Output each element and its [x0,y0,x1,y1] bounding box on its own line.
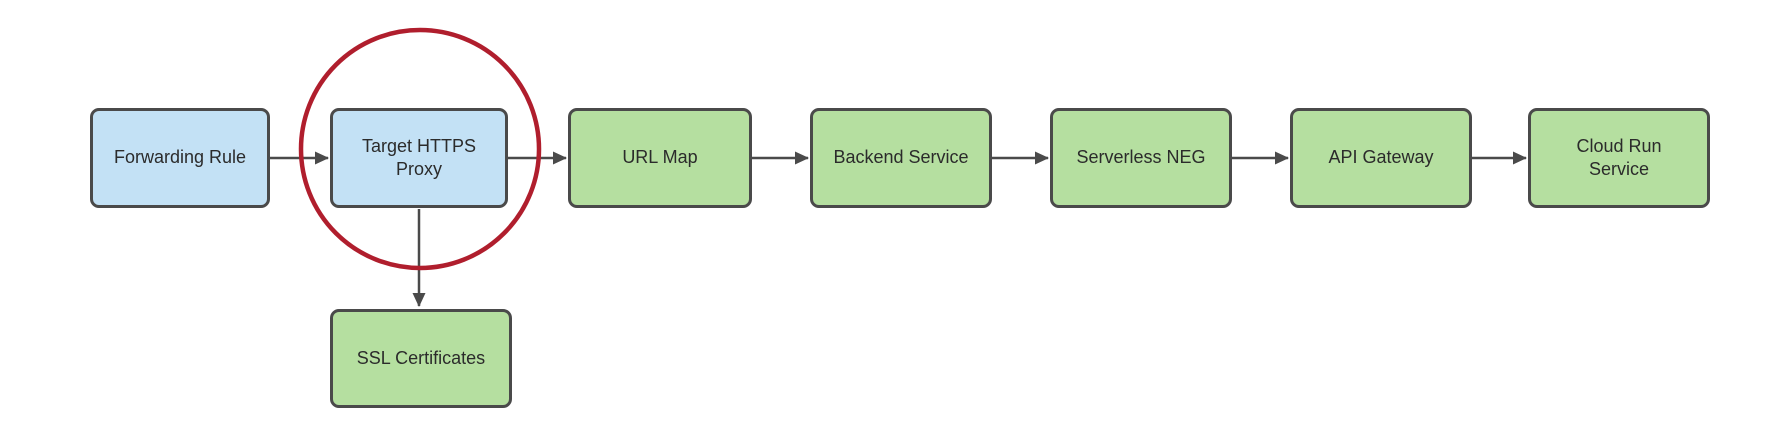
node-url-map: URL Map [568,108,752,208]
node-target-https-proxy: Target HTTPS Proxy [330,108,508,208]
node-cloud-run-service: Cloud Run Service [1528,108,1710,208]
node-forwarding-rule: Forwarding Rule [90,108,270,208]
node-target-https-proxy-label: Target HTTPS Proxy [361,135,477,179]
node-serverless-neg-label: Serverless NEG [1076,147,1206,168]
node-ssl-certificates-label: SSL Certificates [356,347,486,368]
node-backend-service: Backend Service [810,108,992,208]
node-cloud-run-service-label: Cloud Run Service [1576,135,1662,179]
node-forwarding-rule-label: Forwarding Rule [113,147,247,168]
node-ssl-certificates: SSL Certificates [330,309,512,408]
node-api-gateway-label: API Gateway [1328,147,1434,168]
node-api-gateway: API Gateway [1290,108,1472,208]
node-backend-service-label: Backend Service [833,147,969,168]
node-serverless-neg: Serverless NEG [1050,108,1232,208]
node-url-map-label: URL Map [622,147,698,168]
